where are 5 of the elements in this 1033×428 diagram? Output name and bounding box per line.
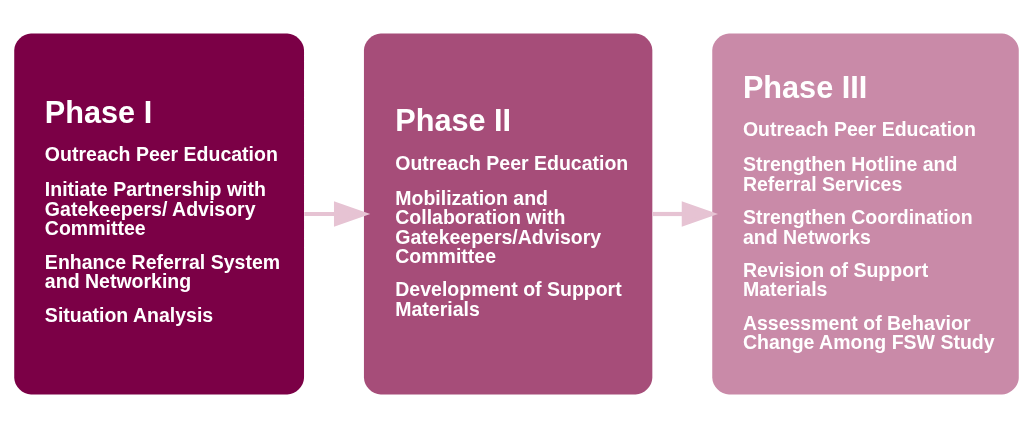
node-box: Phase I Outreach Peer Education Initiate Partnership with Gatekeepers/ Advisory Committee Enhance Referral System and Networking Situation Analysis	[14, 33, 305, 395]
node-box: Phase II Outreach Peer Education Mobilization and Collaboration with Gatekeepers/Advisory Committee Development of Support Materials	[363, 33, 653, 395]
node-box: Phase III Outreach Peer Education Strengthen Hotline and Referral Services Strengthen Coordination and Networks Revision of Support Materials Assessment of Behavior Change Among FSW Study	[712, 33, 1019, 395]
arrow	[652, 201, 719, 227]
arrow	[304, 201, 371, 227]
